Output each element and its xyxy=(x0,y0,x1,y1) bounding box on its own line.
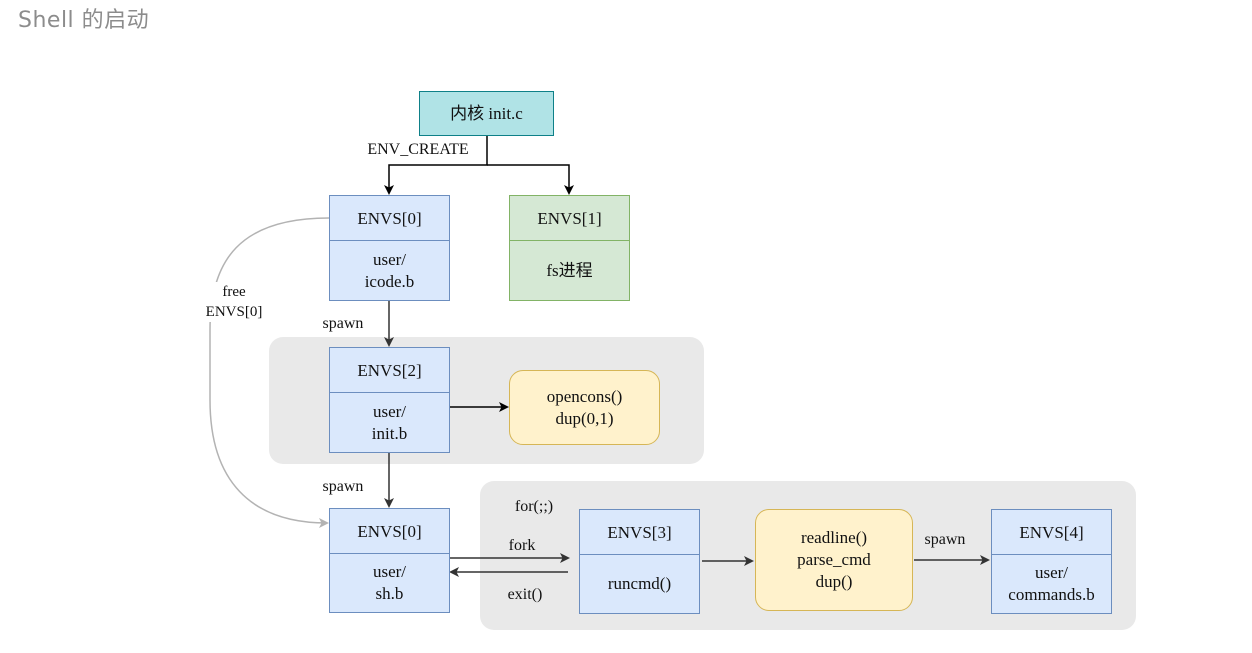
env2-init-program: user/ init.b xyxy=(371,401,408,443)
env0-shell-title: ENVS[0] xyxy=(357,521,422,541)
env2-init-header: ENVS[2] xyxy=(329,347,450,394)
env4-commands-header: ENVS[4] xyxy=(991,509,1112,556)
edge-free-env0 xyxy=(209,217,330,528)
edge-label-exit: exit() xyxy=(507,586,543,603)
edge-label-spawn-init: spawn xyxy=(322,315,364,332)
edge-label-env-create: ENV_CREATE xyxy=(367,141,469,158)
env4-commands-body: user/ commands.b xyxy=(991,554,1112,614)
env0-icode-header: ENVS[0] xyxy=(329,195,450,242)
readline-node: readline() parse_cmd dup() xyxy=(755,509,913,611)
env1-fs-header: ENVS[1] xyxy=(509,195,630,242)
env0-shell-program: user/ sh.b xyxy=(372,562,407,603)
env3-runcmd-header: ENVS[3] xyxy=(579,509,700,556)
edge-kernel-to-env0 xyxy=(384,136,488,195)
env3-runcmd-body: runcmd() xyxy=(579,554,700,614)
env4-commands-program: user/ commands.b xyxy=(1008,563,1095,604)
env1-fs-body: fs进程 xyxy=(509,240,630,301)
opencons-node: opencons() dup(0,1) xyxy=(509,370,660,445)
env1-fs-program: fs进程 xyxy=(546,260,593,280)
env2-init-body: user/ init.b xyxy=(329,392,450,453)
edge-kernel-to-env1 xyxy=(487,164,574,195)
kernel-init-node: 内核 init.c xyxy=(419,91,554,136)
edge-label-for-loop: for(;;) xyxy=(514,498,554,515)
env0-icode-title: ENVS[0] xyxy=(357,208,422,228)
env0-shell-body: user/ sh.b xyxy=(329,553,450,613)
page-title: Shell 的启动 xyxy=(18,8,150,33)
env3-runcmd-program: runcmd() xyxy=(607,574,672,593)
env3-runcmd-title: ENVS[3] xyxy=(607,522,672,542)
env0-shell-header: ENVS[0] xyxy=(329,508,450,555)
env1-fs-title: ENVS[1] xyxy=(537,208,602,228)
env4-commands-title: ENVS[4] xyxy=(1019,522,1084,542)
edge-label-free-env0: free ENVS[0] xyxy=(194,282,274,322)
edge-label-spawn-shell: spawn xyxy=(322,478,364,495)
env0-icode-body: user/ icode.b xyxy=(329,240,450,301)
readline-label: readline() parse_cmd dup() xyxy=(797,528,871,591)
edge-label-spawn-commands: spawn xyxy=(924,531,966,548)
opencons-label: opencons() dup(0,1) xyxy=(546,386,623,428)
env0-icode-program: user/ icode.b xyxy=(364,249,415,291)
edge-label-fork: fork xyxy=(508,537,536,554)
env2-init-title: ENVS[2] xyxy=(357,360,422,380)
kernel-init-label: 内核 init.c xyxy=(450,103,523,123)
